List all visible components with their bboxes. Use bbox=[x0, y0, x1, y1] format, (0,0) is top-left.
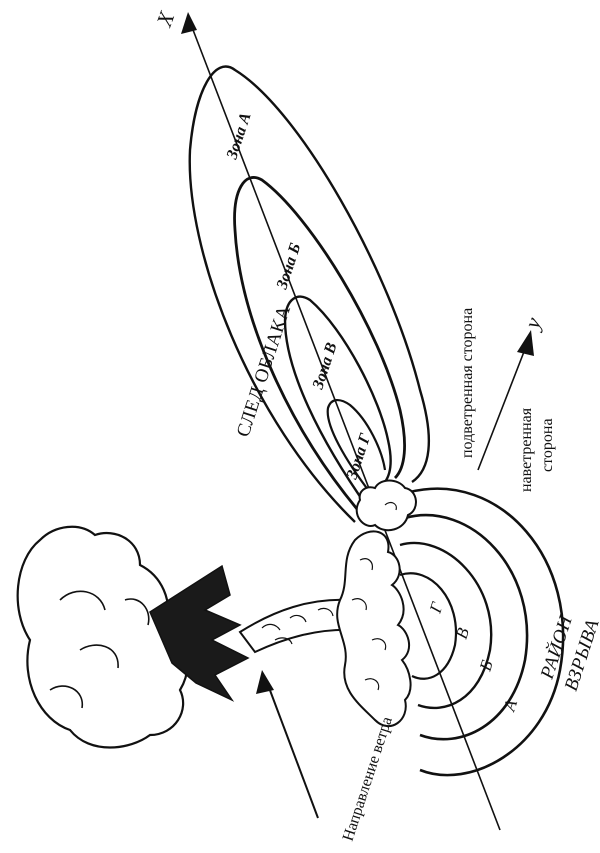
y-axis-arrowhead bbox=[517, 330, 534, 356]
debris-texture bbox=[351, 501, 397, 691]
zone-a-contour bbox=[188, 65, 430, 523]
debris-top bbox=[355, 479, 417, 532]
zone-g-contour bbox=[326, 399, 387, 496]
zone-contours bbox=[188, 65, 430, 523]
windward-side-label-line1: наветренная bbox=[518, 407, 535, 492]
zone-g-label: Зона Г bbox=[343, 431, 374, 482]
windward-side-label-line2: сторона bbox=[539, 418, 556, 472]
ring-g-label: Г bbox=[425, 599, 447, 616]
wind-arrowhead bbox=[256, 670, 274, 694]
cloud-column bbox=[149, 564, 250, 702]
zone-v-contour bbox=[283, 295, 392, 509]
cloud-cap-detail bbox=[49, 590, 150, 709]
y-axis: y bbox=[477, 314, 547, 471]
zone-a-label: Зона А bbox=[223, 110, 254, 162]
stem-texture bbox=[261, 607, 334, 645]
ground-debris bbox=[336, 530, 412, 727]
x-axis-arrowhead bbox=[181, 12, 197, 34]
ring-b bbox=[404, 513, 529, 741]
zone-b-contour bbox=[233, 176, 406, 516]
zone-b-label: Зона Б bbox=[273, 241, 304, 292]
ring-b-label: Б bbox=[475, 658, 496, 674]
leeward-side-label: подветренная сторона bbox=[459, 308, 476, 458]
ring-g bbox=[399, 572, 458, 680]
ring-v bbox=[399, 542, 493, 710]
y-axis-label: y bbox=[519, 314, 547, 334]
wind-direction-label: Направление ветра bbox=[340, 715, 396, 844]
mushroom-cloud bbox=[16, 479, 417, 749]
trace-title: СЛЕД ОБЛАКА bbox=[233, 303, 295, 440]
cloud-cap bbox=[16, 525, 189, 749]
blast-area-rings bbox=[399, 487, 565, 777]
zone-v-label: Зона В bbox=[309, 340, 340, 392]
x-axis-label: X bbox=[151, 7, 180, 31]
ring-a bbox=[409, 487, 565, 777]
